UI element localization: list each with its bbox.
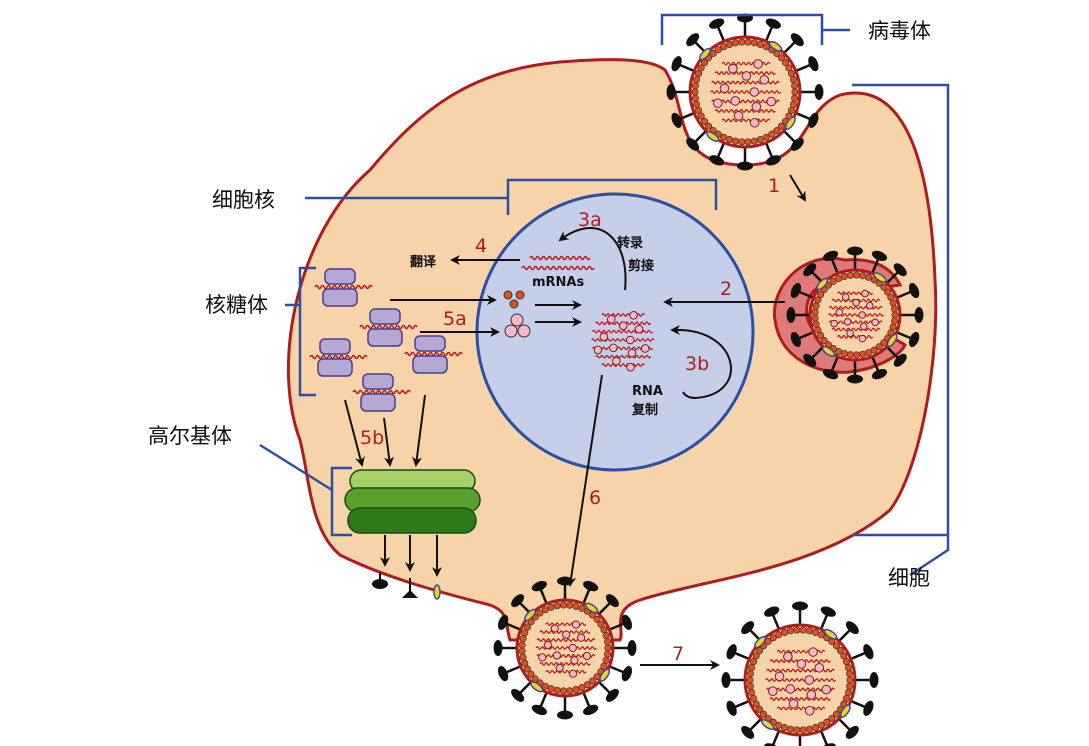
step-3b: 3b [685, 353, 709, 375]
text-rna: RNA [632, 384, 663, 399]
text-splicing: 剪接 [628, 258, 654, 274]
ribosome [309, 338, 368, 377]
ribosomes [309, 268, 463, 412]
ribosome [404, 335, 463, 374]
ribosome-bracket [285, 266, 316, 397]
membrane-proteins [372, 572, 441, 600]
ribosome [314, 268, 373, 307]
nucleus-bracket [305, 178, 718, 215]
label-cell: 细胞 [888, 566, 930, 590]
label-golgi: 高尔基体 [148, 424, 232, 448]
step-5a: 5a [443, 308, 467, 330]
mrnas [521, 255, 595, 271]
virion-entering [666, 13, 824, 171]
virion-budding [493, 576, 637, 720]
arrows [344, 174, 807, 670]
step-6: 6 [589, 487, 601, 509]
step-4: 4 [475, 235, 487, 257]
text-mrnas: mRNAs [532, 275, 584, 290]
label-ribosome: 核糖体 [205, 293, 268, 317]
step-1: 1 [768, 175, 780, 197]
label-nucleus: 细胞核 [212, 188, 275, 212]
text-replication: 复制 [631, 402, 658, 418]
brackets [259, 13, 950, 577]
text-transcription: 转录 [617, 235, 643, 251]
ribosome [359, 308, 418, 347]
virion-endocytosed [786, 246, 924, 384]
protein-dots [503, 290, 531, 338]
ribosome [352, 373, 411, 412]
step-5b: 5b [360, 427, 384, 449]
cell-bracket [852, 83, 950, 577]
label-virion: 病毒体 [868, 19, 931, 43]
step-2: 2 [720, 278, 732, 300]
virion-bracket [660, 13, 850, 45]
golgi-bracket [259, 443, 352, 537]
virion-released [721, 601, 879, 746]
step-7: 7 [672, 643, 684, 665]
step-3a: 3a [578, 209, 602, 231]
replication-cluster [591, 310, 655, 372]
text-translation: 翻译 [410, 254, 437, 270]
golgi-apparatus [344, 469, 481, 534]
